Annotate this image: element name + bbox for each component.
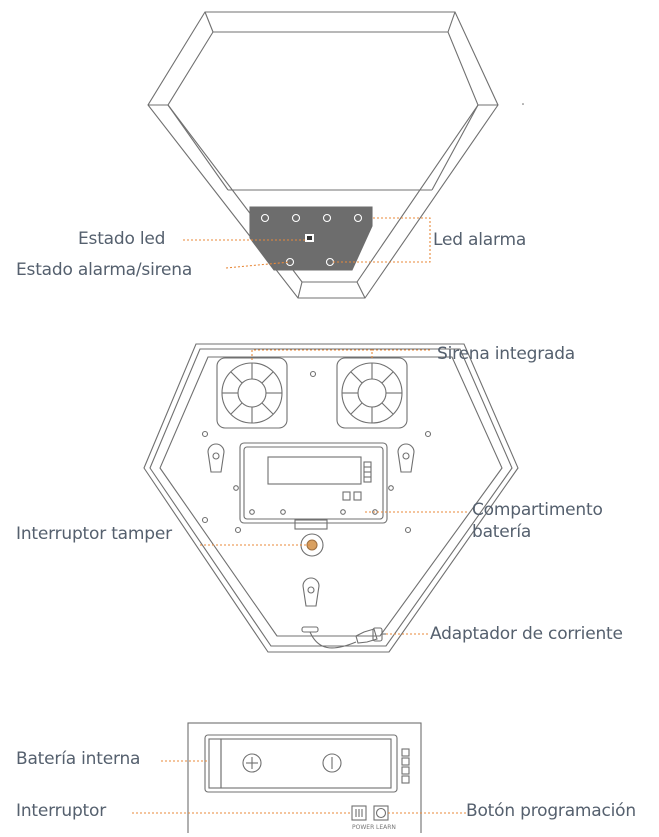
integrated-speaker-right xyxy=(336,357,408,429)
integrated-speaker-left xyxy=(216,357,288,429)
label-compartimento: Compartimento xyxy=(472,500,603,520)
siren-front-view xyxy=(147,11,499,299)
battery-module-view xyxy=(187,722,422,836)
panel-screws xyxy=(260,213,363,267)
keyhole-slots xyxy=(207,443,415,607)
label-estado-alarma-sirena: Estado alarma/sirena xyxy=(16,260,193,280)
learn-caption: LEARN xyxy=(376,824,396,831)
battery-compartment xyxy=(233,442,394,530)
power-switch xyxy=(351,805,367,821)
label-interruptor-tamper: Interruptor tamper xyxy=(16,524,172,544)
label-bateria: batería xyxy=(472,522,532,542)
mounting-holes xyxy=(201,370,432,534)
siren-back-view xyxy=(143,343,519,653)
label-sirena-integrada: Sirena integrada xyxy=(437,344,576,364)
label-bateria-interna: Batería interna xyxy=(16,749,141,769)
label-led-alarma: Led alarma xyxy=(433,230,527,250)
label-interruptor: Interruptor xyxy=(16,801,107,821)
label-estado-led: Estado led xyxy=(78,229,166,249)
power-adapter-cable xyxy=(301,626,386,649)
leader-lines xyxy=(132,217,468,814)
label-boton-programacion: Botón programación xyxy=(466,801,636,821)
power-caption: POWER xyxy=(352,824,374,831)
label-adaptador-corriente: Adaptador de corriente xyxy=(430,624,623,644)
